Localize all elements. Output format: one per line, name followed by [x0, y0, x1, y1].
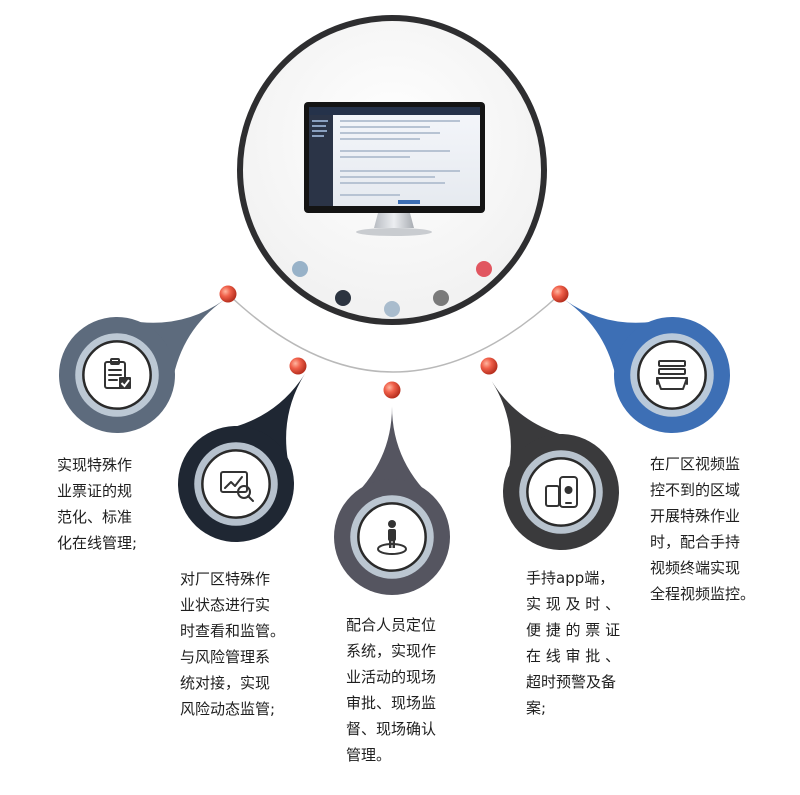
indicator-dot — [476, 261, 492, 277]
feature-caption-mobile: 手持app端， 实 现 及 时 、 便 捷 的 票 证 在 线 审 批 、 超时… — [526, 569, 621, 717]
feature-location — [334, 406, 450, 595]
connector-node — [289, 357, 307, 375]
feature-caption-ticket: 实现特殊作 业票证的规 范化、标准 化在线管理; — [57, 456, 138, 552]
mobile-devices-icon — [545, 476, 578, 508]
feature-monitor — [178, 373, 306, 542]
connector-node — [383, 381, 401, 399]
connector-node — [219, 285, 237, 303]
indicator-dot — [292, 261, 308, 277]
feature-video — [565, 300, 730, 433]
icon-circle — [637, 340, 707, 410]
checklist-icon — [104, 358, 131, 389]
connector-node — [480, 357, 498, 375]
desktop-monitor-icon — [304, 102, 485, 236]
indicator-dot — [335, 290, 351, 306]
video-surveillance-icon — [656, 360, 688, 390]
person-location-icon — [377, 520, 407, 555]
indicator-dot — [433, 290, 449, 306]
feature-caption-location: 配合人员定位 系统，实现作 业活动的现场 审批、现场监 督、现场确认 管理。 — [346, 616, 437, 764]
feature-mobile — [491, 381, 619, 550]
connector-node — [551, 285, 569, 303]
feature-caption-video: 在厂区视频监 控不到的区域 开展特殊作业 时，配合手持 视频终端实现 全程视频监… — [650, 455, 756, 603]
droplet-tail — [344, 406, 440, 506]
feature-caption-monitor: 对厂区特殊作 业状态进行实 时查看和监管。 与风险管理系 统对接，实现 风险动态… — [180, 570, 286, 718]
indicator-dot — [384, 301, 400, 317]
chart-search-icon — [220, 471, 254, 502]
feature-ticket — [59, 300, 224, 433]
connector-arc — [227, 293, 561, 373]
